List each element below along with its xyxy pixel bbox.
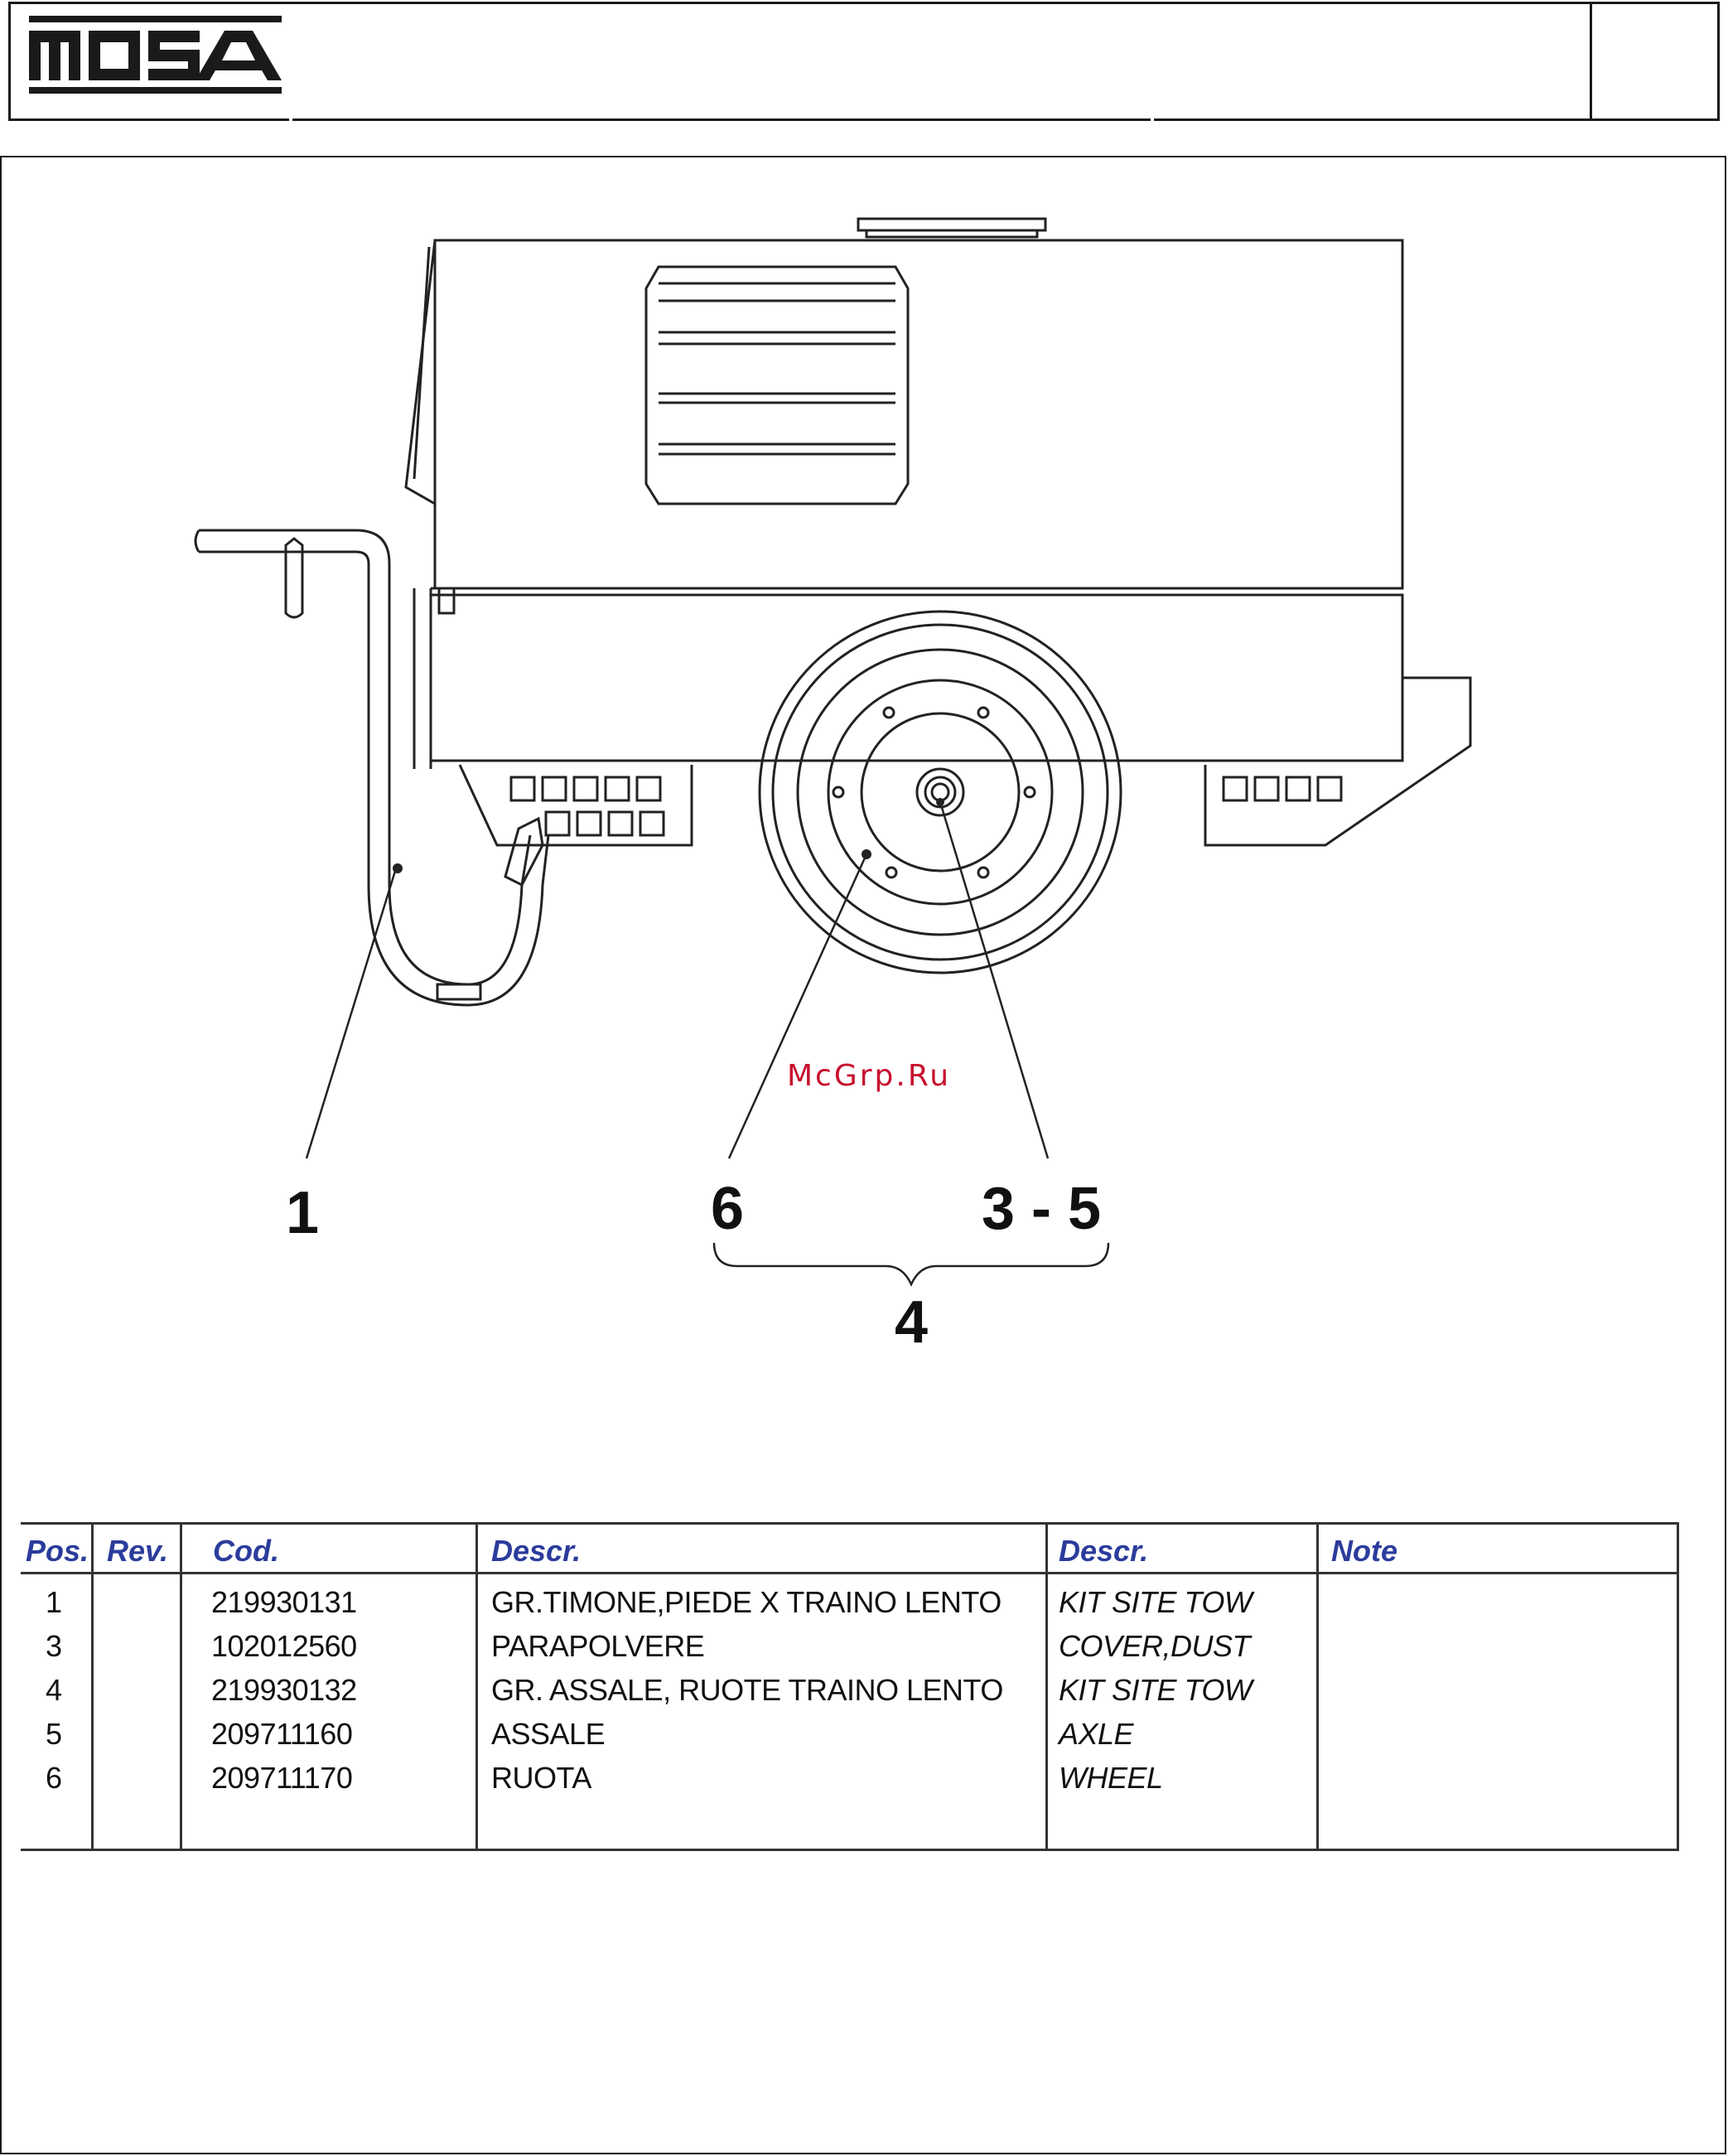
rear-vent-slots	[1224, 777, 1341, 800]
table-cell-descr-it: PARAPOLVERE	[491, 1629, 704, 1664]
base-frame	[431, 595, 1402, 761]
col-header-pos: Pos.	[26, 1534, 89, 1569]
table-cell-pos: 3	[46, 1629, 62, 1664]
callout-pos-6: 6	[711, 1179, 744, 1239]
table-cell-cod: 209711170	[211, 1761, 352, 1796]
page-header	[8, 2, 1720, 121]
table-cell-descr-en: KIT SITE TOW	[1059, 1673, 1252, 1708]
header-divider-gap	[1151, 118, 1154, 121]
table-cell-pos: 1	[46, 1585, 62, 1620]
table-cell-descr-it: ASSALE	[491, 1717, 605, 1752]
front-vent-slots	[511, 777, 664, 835]
table-cell-pos: 5	[46, 1717, 62, 1752]
table-cell-cod: 102012560	[211, 1629, 357, 1664]
table-cell-descr-it: GR.TIMONE,PIEDE X TRAINO LENTO	[491, 1585, 1002, 1620]
table-cell-cod: 219930131	[211, 1585, 357, 1620]
parts-table: Pos. Rev. Cod. Descr. Descr. Note 1 2199…	[21, 1522, 1679, 1851]
table-cell-descr-it: GR. ASSALE, RUOTE TRAINO LENTO	[491, 1673, 1003, 1708]
tow-bar	[195, 530, 548, 1005]
table-cell-pos: 6	[46, 1761, 62, 1796]
fuel-cap-base	[866, 230, 1037, 237]
callout-pos-1: 1	[286, 1183, 319, 1243]
table-cell-pos: 4	[46, 1673, 62, 1708]
callout-pos-4: 4	[895, 1293, 928, 1352]
col-header-descr-en: Descr.	[1059, 1534, 1148, 1569]
louvre-grille	[646, 267, 908, 504]
header-divider-gap	[289, 118, 292, 121]
generator-site-tow-drawing	[0, 156, 1728, 1399]
col-header-descr-it: Descr.	[491, 1534, 581, 1569]
table-cell-descr-en: WHEEL	[1059, 1761, 1163, 1796]
col-header-cod: Cod.	[213, 1534, 279, 1569]
page-number-box	[1590, 2, 1717, 121]
callout-pos-3-5: 3 - 5	[982, 1179, 1101, 1239]
col-header-note: Note	[1331, 1534, 1397, 1569]
col-header-rev: Rev.	[107, 1534, 168, 1569]
table-cell-descr-it: RUOTA	[491, 1761, 591, 1796]
table-cell-descr-en: COVER,DUST	[1059, 1629, 1250, 1664]
table-cell-cod: 219930132	[211, 1673, 357, 1708]
table-cell-cod: 209711160	[211, 1717, 352, 1752]
mosa-logo	[29, 12, 286, 95]
front-panel-edge	[414, 247, 429, 479]
table-cell-descr-en: KIT SITE TOW	[1059, 1585, 1252, 1620]
fuel-cap	[858, 219, 1045, 230]
upper-housing	[435, 240, 1402, 588]
table-cell-descr-en: AXLE	[1059, 1717, 1133, 1752]
watermark-text: McGrp.Ru	[787, 1059, 951, 1093]
wheel	[760, 612, 1121, 973]
leader-dots	[393, 798, 944, 873]
